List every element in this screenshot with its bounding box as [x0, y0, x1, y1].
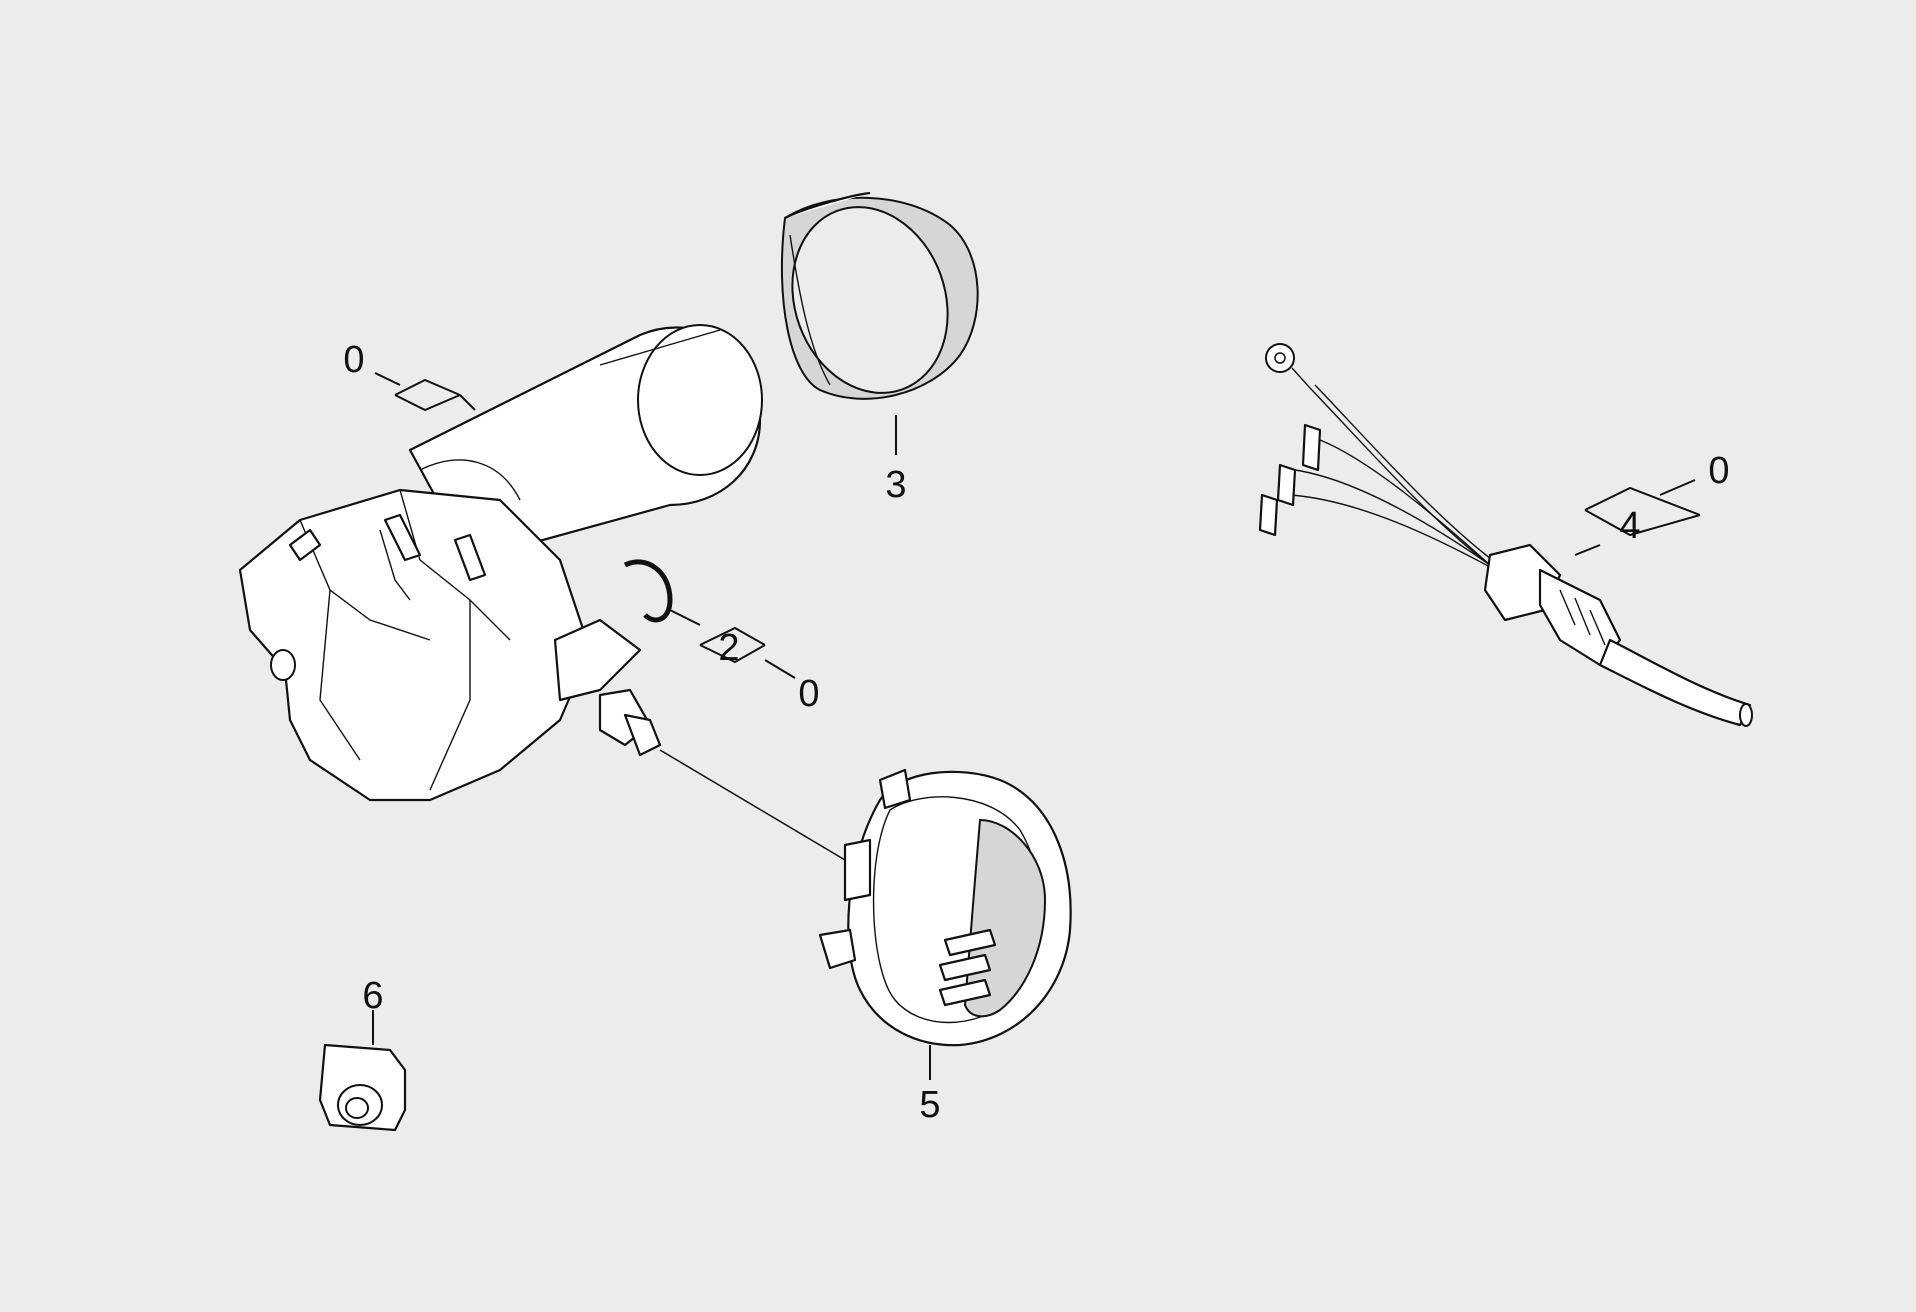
callout-4-cable: 4 — [1619, 505, 1640, 547]
part-3-sleeve-ring[interactable] — [767, 185, 979, 415]
callout-2-o-ring: 2 — [718, 627, 739, 669]
callout-6-insert: 6 — [362, 975, 383, 1017]
callout-5-knob: 5 — [919, 1084, 940, 1126]
motor-pump-assembly[interactable] — [238, 324, 763, 802]
part-5-knob-cover[interactable] — [818, 768, 1072, 1047]
leader-lines — [372, 372, 1701, 1080]
part-4-power-cable[interactable] — [1258, 343, 1753, 727]
callout-0-o-ring-set: 0 — [798, 673, 819, 715]
callout-0-cable-set: 0 — [1708, 450, 1729, 492]
callout-3-sleeve: 3 — [885, 464, 906, 506]
part-6-insert-nut[interactable] — [318, 1043, 407, 1132]
callout-0-motor: 0 — [343, 339, 364, 381]
callout-labels: 0 3 2 0 0 4 6 5 — [343, 339, 1729, 1126]
assembly-guide-line — [659, 749, 846, 861]
